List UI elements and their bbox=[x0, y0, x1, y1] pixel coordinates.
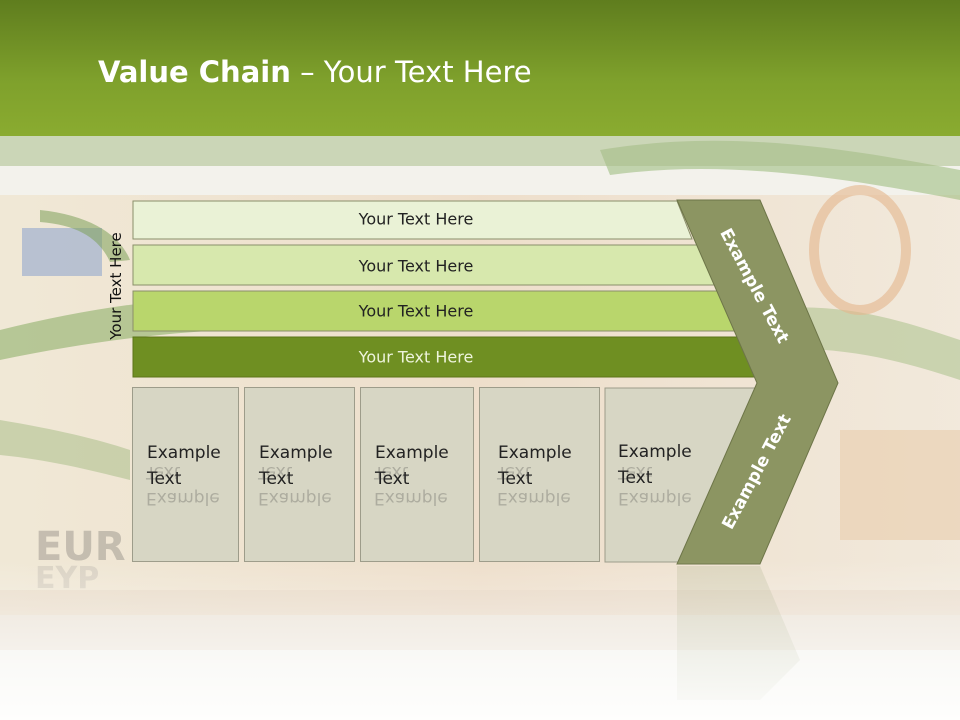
box-line-1: Example bbox=[498, 443, 572, 463]
box-line-2: Text bbox=[147, 469, 182, 489]
title-rest: – Your Text Here bbox=[290, 55, 532, 89]
header-band bbox=[0, 136, 960, 166]
box-line-2: Text bbox=[618, 468, 653, 488]
title-bold: Value Chain bbox=[98, 55, 291, 89]
row-label-1: Your Text Here bbox=[358, 209, 474, 229]
box-line-1: Example bbox=[147, 443, 221, 463]
box-line-2: Text bbox=[259, 469, 294, 489]
reflection-fade bbox=[0, 560, 960, 720]
box-line-1: Example bbox=[618, 442, 692, 462]
box-line-2: Text bbox=[375, 469, 410, 489]
header-bar bbox=[0, 0, 960, 136]
box-line-1: Example bbox=[259, 443, 333, 463]
row-label-2: Your Text Here bbox=[358, 256, 474, 276]
row-label-4: Your Text Here bbox=[358, 347, 474, 367]
box-line-2: Text bbox=[498, 469, 533, 489]
row-label-3: Your Text Here bbox=[358, 301, 474, 321]
row-bar-1 bbox=[132, 200, 693, 240]
page-title: Value Chain – Your Text Here bbox=[98, 55, 532, 89]
box-line-1: Example bbox=[375, 443, 449, 463]
